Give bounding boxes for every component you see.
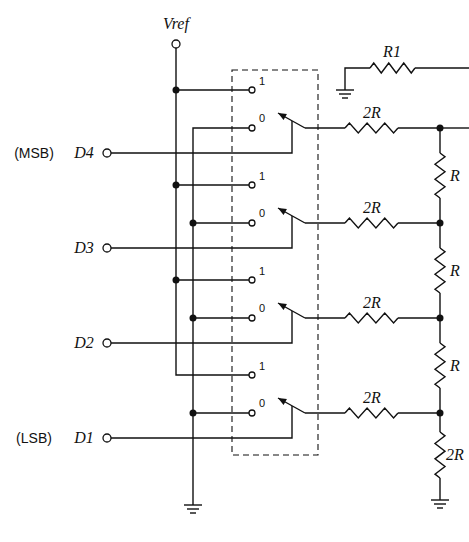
pin-label: 1 — [259, 76, 265, 87]
wire — [305, 317, 345, 318]
wire — [415, 67, 469, 68]
wire — [193, 222, 249, 223]
arrowhead — [278, 303, 287, 310]
wire — [398, 127, 440, 128]
wire — [345, 68, 370, 90]
wire — [439, 413, 440, 432]
terminal — [249, 277, 255, 283]
component-label: R — [450, 263, 460, 279]
signal-name: D4 — [74, 145, 94, 161]
terminal — [249, 182, 255, 188]
resistor-symbol — [370, 63, 415, 73]
terminal — [249, 220, 255, 226]
signal-name: D1 — [74, 430, 94, 446]
wire — [398, 222, 440, 223]
wire — [439, 223, 440, 248]
wire — [398, 412, 440, 413]
resistor-symbol — [435, 248, 445, 293]
component-label: R1 — [383, 44, 401, 60]
ground-symbol — [437, 507, 443, 508]
vref-rail — [176, 48, 249, 375]
wire — [193, 412, 249, 413]
terminal — [249, 125, 255, 131]
wire — [439, 478, 440, 500]
component-label: R — [450, 168, 460, 184]
ground-symbol — [336, 89, 354, 90]
wire — [176, 184, 249, 185]
component-label: 2R — [363, 295, 381, 311]
pin-label: 0 — [259, 208, 265, 219]
bit-note: (LSB) — [16, 431, 52, 445]
control-line — [111, 406, 292, 438]
pin-label: 0 — [259, 398, 265, 409]
bit-note: (MSB) — [14, 146, 54, 160]
wire — [193, 317, 249, 318]
resistor-symbol — [435, 432, 445, 478]
terminal — [103, 244, 111, 252]
pin-label: 0 — [259, 113, 265, 124]
wire — [305, 127, 345, 128]
control-line — [111, 311, 292, 343]
signal-name: D3 — [74, 240, 94, 256]
resistor-symbol — [345, 123, 398, 133]
ground-symbol — [434, 503, 446, 504]
junction-dot — [190, 220, 197, 227]
terminal — [249, 87, 255, 93]
resistor-symbol — [345, 313, 398, 323]
terminal — [172, 40, 180, 48]
wire — [305, 222, 345, 223]
wire — [176, 89, 249, 90]
ground-symbol — [339, 93, 351, 94]
junction-dot — [173, 277, 180, 284]
arrowhead — [278, 398, 287, 405]
component-label: 2R — [363, 105, 381, 121]
control-line — [111, 121, 292, 153]
resistor-symbol — [435, 153, 445, 198]
component-label: 2R — [363, 390, 381, 406]
junction-dot — [173, 182, 180, 189]
ground-symbol — [342, 97, 348, 98]
ground-symbol — [184, 504, 202, 505]
pin-label: 1 — [259, 266, 265, 277]
ground-symbol — [431, 499, 449, 500]
terminal — [103, 149, 111, 157]
junction-dot — [190, 315, 197, 322]
wire — [439, 128, 440, 153]
junction-dot — [190, 410, 197, 417]
control-line — [111, 216, 292, 248]
pin-label: 1 — [259, 361, 265, 372]
terminal — [249, 410, 255, 416]
voltage-label: Vref — [163, 16, 189, 32]
pin-label: 1 — [259, 171, 265, 182]
terminal — [103, 434, 111, 442]
wire — [439, 318, 440, 343]
pin-label: 0 — [259, 303, 265, 314]
wire — [398, 317, 440, 318]
resistor-symbol — [345, 218, 398, 228]
terminal — [249, 315, 255, 321]
output-wire — [440, 127, 469, 128]
wire — [176, 279, 249, 280]
wire — [305, 412, 345, 413]
resistor-symbol — [435, 343, 445, 388]
arrowhead — [278, 208, 287, 215]
ground-symbol — [190, 512, 196, 513]
component-label: 2R — [363, 200, 381, 216]
terminal — [249, 372, 255, 378]
component-label: R — [450, 358, 460, 374]
junction-dot — [173, 87, 180, 94]
arrowhead — [278, 113, 287, 120]
resistor-symbol — [345, 408, 398, 418]
wire — [439, 293, 440, 318]
ground-symbol — [187, 508, 199, 509]
terminal — [103, 339, 111, 347]
wire — [439, 388, 440, 413]
wire — [439, 198, 440, 223]
signal-name: D2 — [74, 335, 94, 351]
component-label: 2R — [446, 447, 464, 463]
